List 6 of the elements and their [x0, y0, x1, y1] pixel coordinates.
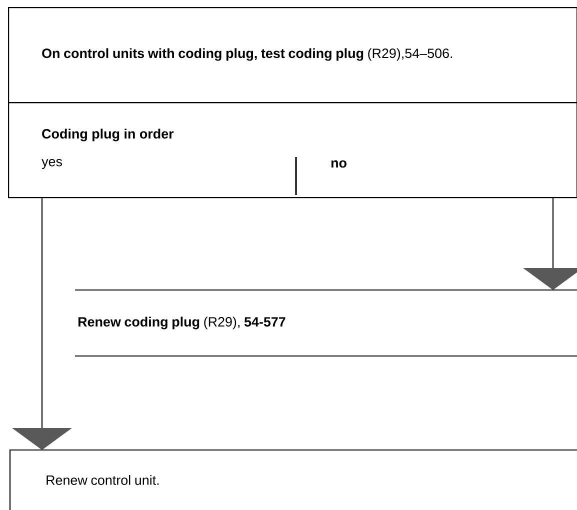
step-box: Renew control unit. — [9, 449, 577, 510]
step-box: On control units with coding plug, test coding plug (R29),54–506. — [8, 7, 577, 104]
decision-box: Coding plug in order yes no — [8, 102, 577, 198]
arrow — [12, 198, 72, 450]
arrow — [523, 198, 577, 290]
step-band: Renew coding plug (R29), 54-577 — [75, 289, 577, 357]
